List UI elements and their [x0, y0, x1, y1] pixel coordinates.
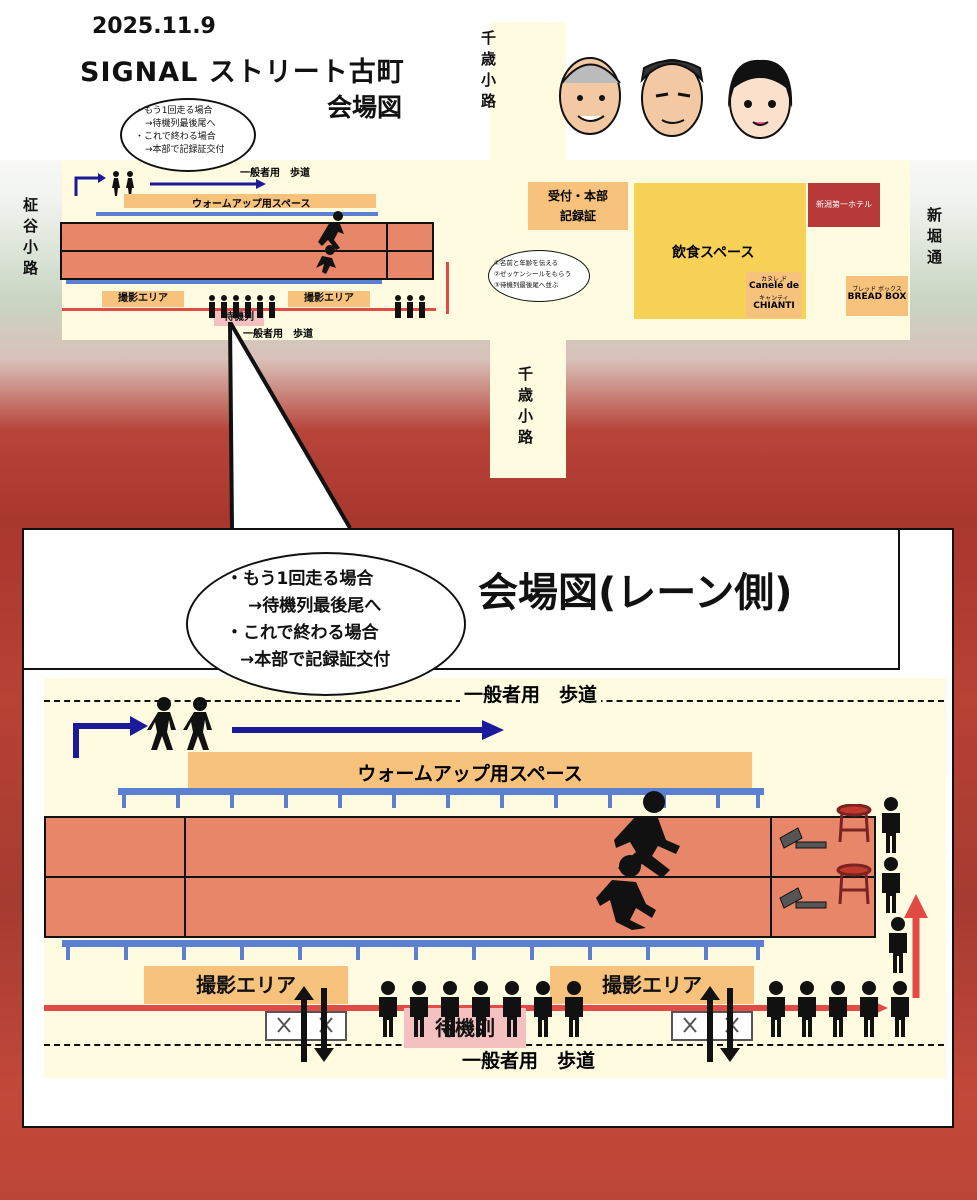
street-shinbori: 新堀通 — [925, 207, 943, 270]
breadbox-label: BREAD BOX — [847, 292, 907, 302]
zoom-title: 会場図(レーン側) — [478, 570, 793, 616]
top-speech-bubble — [120, 98, 256, 172]
reception-step-3: ③待機列最後尾へ並ぶ — [494, 281, 559, 289]
top-bubble-line-4: →本部で記録証交付 — [145, 145, 225, 155]
breadbox-ruby: ブレッド ボックス — [852, 286, 902, 293]
zoom-speech-bubble — [186, 552, 466, 696]
reception-step-1: ①名前と年齢を伝える — [494, 259, 559, 267]
street-kakiya: 柾谷小路 — [21, 197, 39, 281]
top-flow-arrow — [74, 171, 266, 196]
canele-box — [746, 272, 802, 318]
person-icon — [882, 797, 907, 973]
breadbox-box — [846, 276, 908, 316]
top-photo-area-2: 撮影エリア — [288, 291, 370, 307]
top-fence-lower — [66, 280, 382, 284]
event-title: SIGNAL ストリート古町 — [80, 57, 405, 88]
zoom-bubble-line-2: →待機列最後尾へ — [248, 596, 382, 616]
reception-label: 受付・本部 記録証 — [547, 189, 608, 223]
zoom-connector — [228, 322, 352, 530]
reception-step-2: ②ゼッケンシールをもらう — [494, 270, 572, 278]
top-warmup-label: ウォームアップ用スペース — [192, 199, 311, 210]
top-bubble-line-3: ・これで終わる場合 — [135, 132, 216, 142]
person-icon — [209, 295, 425, 318]
top-sidewalk-top-label: 一般者用 歩道 — [240, 168, 310, 179]
street-chitose-top: 千歳小路 — [479, 30, 497, 114]
face-illustration — [559, 57, 793, 139]
person-icon — [767, 981, 909, 1037]
reception-steps: ①名前と年齢を伝える ②ゼッケンシールをもらう ③待機列最後尾へ並ぶ — [494, 258, 571, 291]
zoom-sidewalk-bottom-label: 一般者用 歩道 — [462, 1050, 596, 1072]
zoom-bubble-line-1: ・もう1回走る場合 — [226, 569, 374, 589]
hotel-label: 新潟第一ホテル — [816, 200, 872, 209]
event-date: 2025.11.9 — [92, 14, 216, 39]
person-icon — [379, 981, 583, 1037]
zoom-photo-area-1: 撮影エリア — [144, 966, 348, 1004]
walker-icon — [147, 697, 212, 750]
canele-label: Canelé de — [748, 281, 800, 291]
zoom-fence-lower — [62, 940, 764, 960]
chianti-ruby: キャンティ — [759, 295, 789, 302]
photo-crossing-arrows-1 — [294, 986, 334, 1062]
starting-block-icon — [779, 827, 827, 909]
top-photo-area-1: 撮影エリア — [102, 291, 184, 307]
top-sidewalk-bottom-label: 一般者用 歩道 — [243, 329, 313, 340]
canele-ruby: カヌレ ド — [761, 276, 787, 283]
zoom-warmup-label: ウォームアップ用スペース — [357, 763, 583, 785]
top-fence-upper — [96, 212, 378, 216]
top-lane-start-2 — [386, 250, 434, 280]
zoom-sidewalk-top-label: 一般者用 歩道 — [460, 680, 602, 707]
zoom-warmup-space — [188, 752, 752, 788]
dining-label: 飲食スペース — [672, 245, 755, 261]
runner-icon — [316, 211, 344, 274]
zoom-flow-arrow — [73, 697, 504, 758]
runner-icon — [596, 791, 680, 930]
chianti-label: CHIANTI — [753, 301, 795, 311]
top-bubble-line-2: →待機列最後尾へ — [145, 119, 216, 129]
zoom-bubble-text: ・もう1回走る場合 →待機列最後尾へ ・これで終わる場合 →本部で記録証交付 — [226, 566, 390, 674]
reception-box — [528, 182, 628, 230]
zoom-bubble-line-3: ・これで終わる場合 — [226, 623, 379, 643]
zoom-lane-1-end — [44, 816, 188, 880]
zoom-photo-area-2: 撮影エリア — [550, 966, 754, 1004]
street-chitose-bottom: 千歳小路 — [516, 366, 534, 450]
hotel-box — [808, 183, 880, 227]
top-warmup-space — [124, 194, 376, 208]
zoom-lane-2 — [184, 876, 774, 938]
top-lane-start-1 — [386, 222, 434, 252]
top-red-arrow-up — [446, 262, 449, 314]
top-bubble-line-1: ・もう1回走る場合 — [135, 106, 213, 116]
zoom-lane-2-end — [44, 876, 188, 938]
zoom-bubble-line-4: →本部で記録証交付 — [240, 650, 391, 670]
zoom-title-box — [24, 530, 900, 670]
stool-icon — [836, 804, 872, 905]
photo-crossing-arrows-2 — [700, 986, 740, 1062]
reception-bubble — [488, 250, 590, 302]
map-title: 会場図 — [327, 93, 403, 122]
top-bubble-text: ・もう1回走る場合 →待機列最後尾へ ・これで終わる場合 →本部で記録証交付 — [135, 105, 225, 157]
